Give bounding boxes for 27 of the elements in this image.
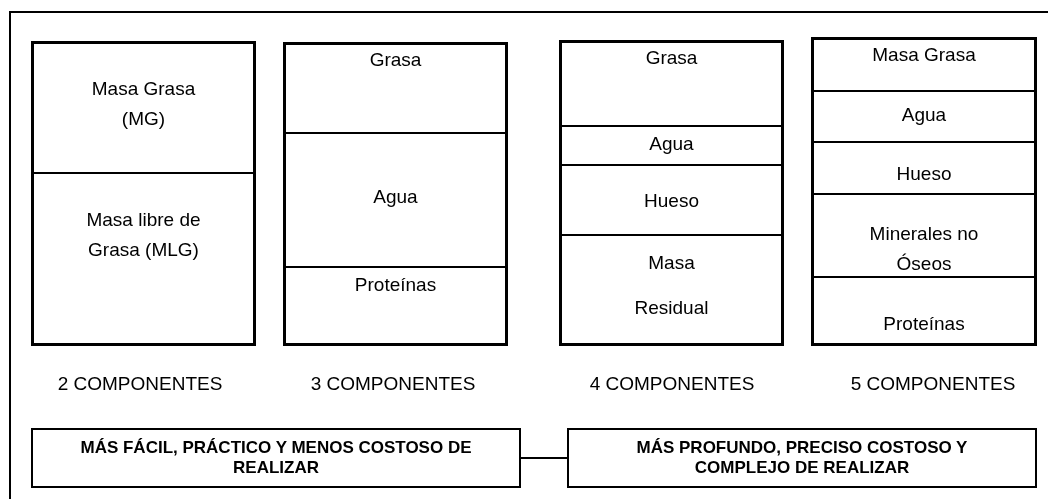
component-count-label: 5 COMPONENTES (850, 373, 1016, 395)
segment-label: Masa Residual (633, 251, 710, 320)
segment-label: Grasa (369, 48, 422, 72)
component-column (559, 40, 784, 346)
segment-label: Proteínas (883, 312, 965, 336)
segment-label: Agua (901, 103, 947, 127)
segment-label: Masa Grasa (872, 43, 976, 67)
note-text: MÁS FÁCIL, PRÁCTICO Y MENOS COSTOSO DE REALIZAR (79, 438, 473, 478)
segment-label: Grasa (645, 46, 698, 70)
segment-label: Hueso (644, 189, 699, 213)
segment-label: Masa Grasa (MG) (90, 77, 197, 131)
segment-label: Agua (649, 132, 694, 156)
segment-label: Hueso (896, 162, 952, 186)
connector-line (520, 457, 568, 459)
component-count-label: 2 COMPONENTES (57, 373, 223, 395)
component-column (31, 41, 256, 346)
component-count-label: 4 COMPONENTES (589, 373, 755, 395)
note-box (567, 428, 1037, 488)
segment-label: Masa libre de Grasa (MLG) (85, 208, 202, 262)
segment-label: Minerales no Óseos (868, 222, 980, 276)
note-box (31, 428, 521, 488)
segment-label: Agua (373, 185, 418, 209)
component-count-label: 3 COMPONENTES (310, 373, 476, 395)
component-column (811, 37, 1037, 346)
component-column (283, 42, 508, 346)
segment-label: Proteínas (354, 273, 437, 297)
note-text: MÁS PROFUNDO, PRECISO COSTOSO Y COMPLEJO DE REALIZAR (635, 438, 969, 478)
